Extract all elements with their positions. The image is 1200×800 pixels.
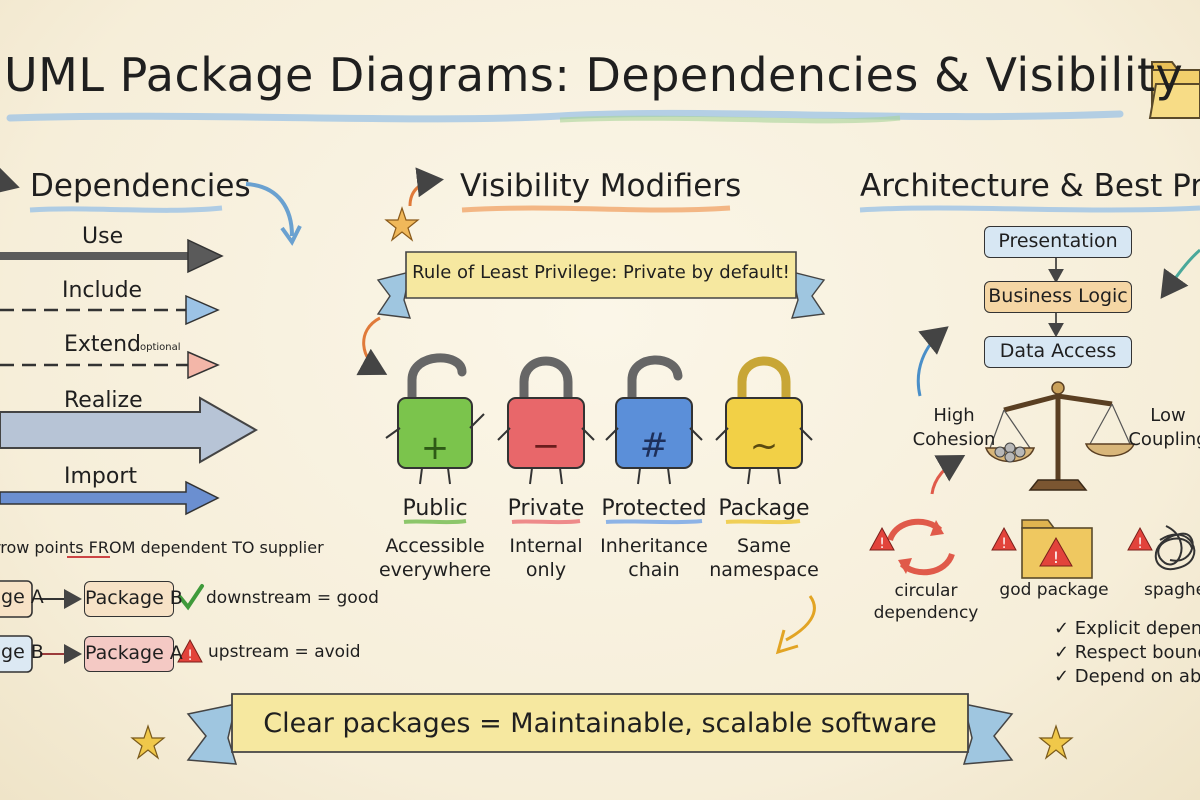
realize-label: Realize	[64, 388, 143, 413]
private-symbol: −	[531, 426, 561, 466]
warning-icon: !	[991, 526, 1017, 552]
example2-from: Package B	[0, 641, 44, 663]
layer-business-logic: Business Logic	[984, 281, 1132, 313]
svg-text:!: !	[187, 648, 193, 664]
lock-private-icon	[497, 356, 595, 485]
example1-to: Package B	[84, 581, 183, 617]
import-label: Import	[64, 464, 138, 489]
private-name: Private	[507, 496, 585, 521]
package-name: Package	[718, 496, 810, 521]
example2-to: Package A	[84, 636, 183, 672]
tangle-icon	[1154, 525, 1196, 571]
direction-note: Arrow points FROM dependent TO supplier	[0, 538, 324, 557]
example2-verdict: upstream = avoid	[208, 642, 361, 662]
lock-protected-icon	[605, 355, 703, 485]
extend-arrow	[0, 350, 220, 380]
extend-optional-note: optional	[140, 342, 181, 353]
package-symbol: ~	[749, 426, 779, 466]
footer-banner-text: Clear packages = Maintainable, scalable …	[263, 708, 937, 739]
include-arrow	[0, 294, 220, 326]
example1-verdict: downstream = good	[206, 588, 379, 608]
svg-text:!: !	[1053, 548, 1059, 567]
public-name: Public	[402, 496, 468, 521]
lock-public-icon	[385, 353, 485, 485]
use-label: Use	[82, 224, 124, 249]
god-package-label: god package	[999, 580, 1109, 600]
check-icon	[178, 584, 204, 611]
star-icon	[130, 724, 166, 760]
warning-icon: !	[869, 526, 895, 552]
practice-1: ✓ Explicit depend	[1054, 618, 1200, 639]
folder-warning-icon: !	[1021, 519, 1093, 579]
star-icon	[384, 206, 420, 242]
include-label: Include	[62, 278, 143, 303]
extend-label: Extend	[64, 332, 141, 357]
layer-presentation: Presentation	[984, 226, 1132, 258]
rule-banner	[376, 251, 826, 319]
dependencies-heading: Dependencies	[30, 168, 251, 204]
public-symbol: +	[420, 428, 450, 468]
spaghetti-label: spaghe	[1144, 580, 1200, 600]
rule-banner-text: Rule of Least Privilege: Private by defa…	[412, 262, 790, 283]
page-title: UML Package Diagrams: Dependencies & Vis…	[4, 48, 1184, 102]
example1-from: Package A	[0, 586, 44, 608]
protected-symbol: #	[639, 426, 669, 466]
title-underline	[6, 109, 1124, 123]
svg-text:!: !	[879, 536, 885, 552]
folder-icon	[1148, 61, 1200, 119]
footer-banner	[186, 693, 1014, 765]
star-icon	[1038, 724, 1074, 760]
svg-text:!: !	[1137, 536, 1143, 552]
deco-curved-arrow-blue	[245, 182, 294, 237]
visibility-heading: Visibility Modifiers	[460, 168, 742, 204]
warning-icon: !	[177, 638, 203, 664]
balance-scale-icon	[984, 381, 1136, 491]
realize-arrow	[0, 396, 259, 464]
svg-text:!: !	[1001, 536, 1007, 552]
circular-arrows-icon	[887, 518, 955, 576]
practice-3: ✓ Depend on abst	[1054, 666, 1200, 687]
layer-data-access: Data Access	[984, 336, 1132, 368]
practice-2: ✓ Respect bounde	[1054, 642, 1200, 663]
import-arrow	[0, 480, 220, 516]
protected-name: Protected	[601, 496, 707, 521]
warning-icon: !	[1127, 526, 1153, 552]
deco-arrow-orange	[408, 167, 444, 207]
architecture-heading: Architecture & Best Prac	[860, 168, 1200, 204]
lock-package-icon	[715, 356, 813, 485]
use-arrow	[0, 238, 224, 274]
